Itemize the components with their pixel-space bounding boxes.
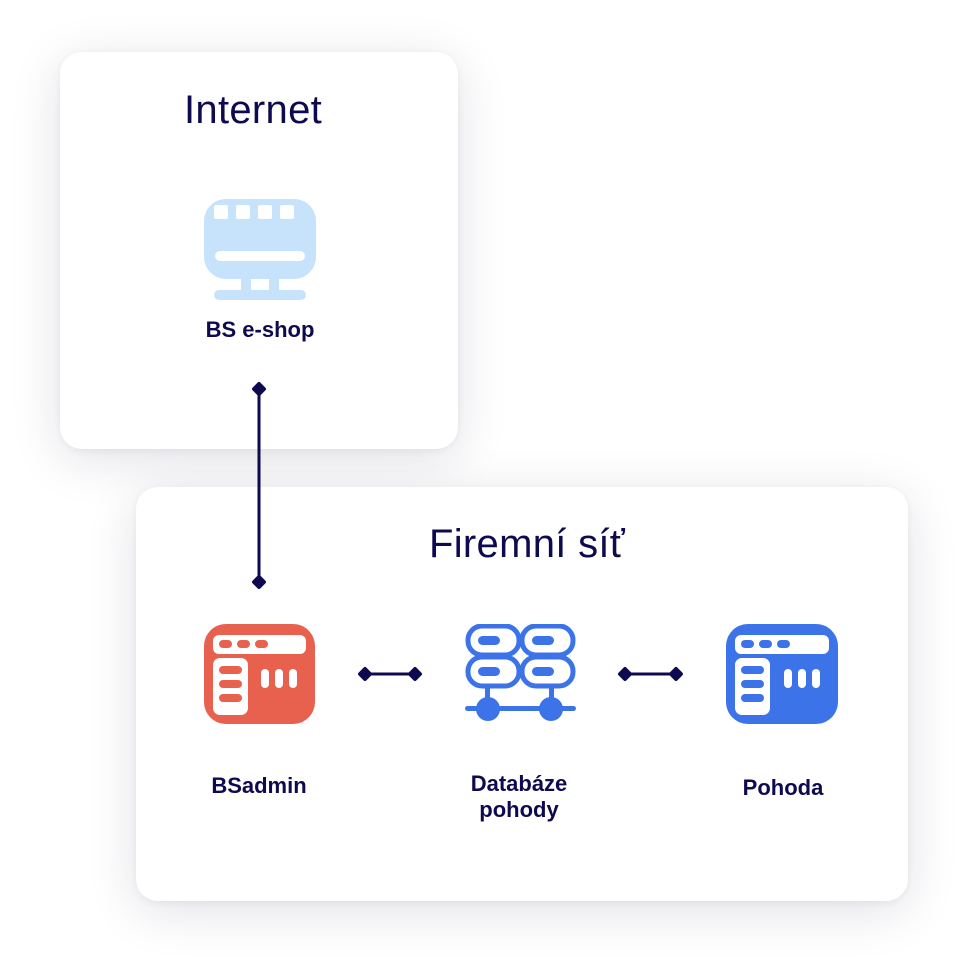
app-window-icon [204,624,315,724]
company-network-title: Firemní síť [429,522,626,566]
database-label-line1: Databáze [470,771,568,796]
database-label: Databáze pohody [419,771,619,823]
app-window-icon [726,624,838,724]
database-server-icon [465,624,576,721]
monitor-shop-icon [204,199,316,300]
bsadmin-label: BSadmin [211,773,307,798]
eshop-label: BS e-shop [205,317,315,342]
pohoda-label: Pohoda [742,775,824,800]
database-label-line2: pohody [479,797,559,822]
internet-title: Internet [184,88,323,132]
